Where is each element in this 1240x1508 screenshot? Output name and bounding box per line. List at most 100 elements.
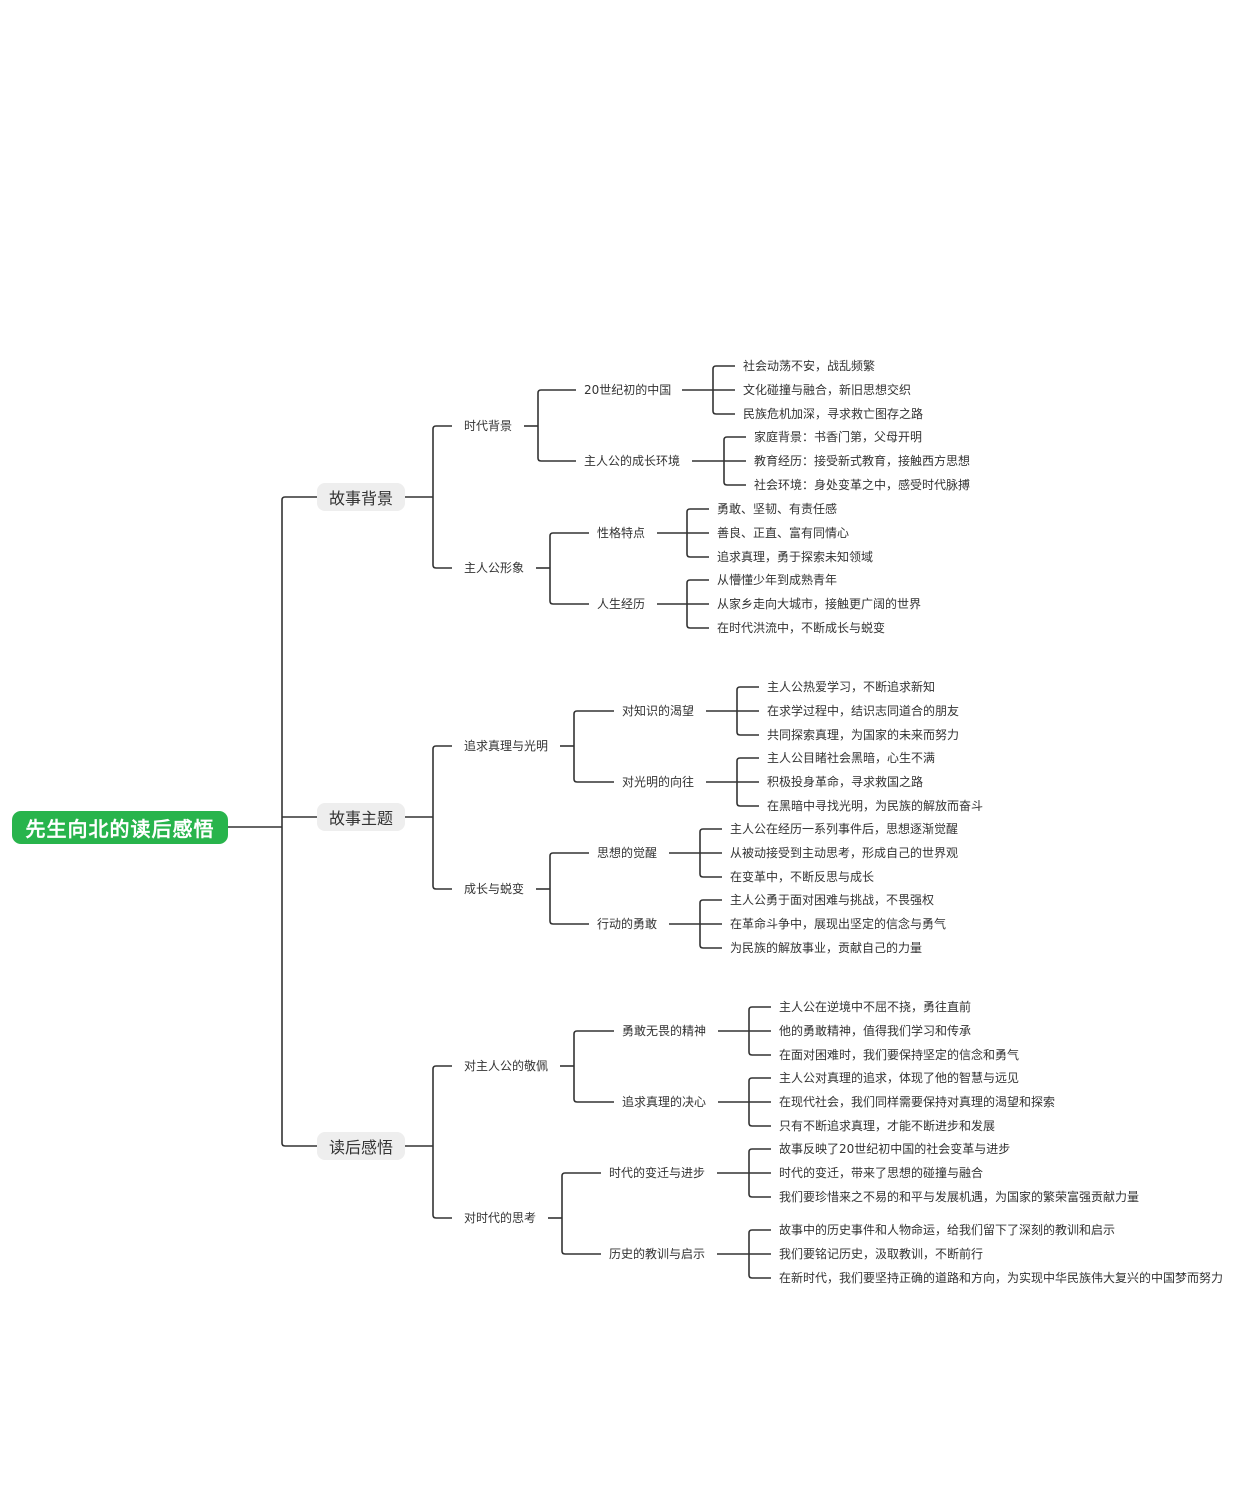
detail-connector-1-1-1-branch-2 [699, 944, 722, 949]
leaf-item[interactable]: 教育经历：接受新式教育，接触西方思想 [754, 454, 971, 468]
leaf-item[interactable]: 共同探索真理，为国家的未来而努力 [767, 728, 960, 742]
leaf-item[interactable]: 勇敢、坚韧、有责任感 [717, 502, 838, 516]
subtopic[interactable]: 主人公形象 [464, 561, 525, 575]
subtopic[interactable]: 对时代的思考 [464, 1211, 537, 1225]
root-connector-branch-0 [281, 496, 317, 501]
branch-topic[interactable]: 读后感悟 [317, 1132, 405, 1160]
detail-connector-0-0-1-branch-2 [723, 481, 746, 486]
detail-connector-0-1-1-branch-2 [686, 624, 709, 629]
subtopic[interactable]: 追求真理与光明 [464, 739, 549, 753]
leaf-item[interactable]: 只有不断追求真理，才能不断进步和发展 [779, 1119, 996, 1133]
subtopic-connector-0-1-branch-1 [549, 600, 589, 605]
detail-connector-2-0-1-branch-0 [748, 1077, 771, 1082]
subtopic-connector-1-1-branch-0 [549, 852, 589, 857]
leaf-item[interactable]: 在时代洪流中，不断成长与蜕变 [717, 621, 886, 635]
subtopic-connector-1-0-branch-1 [573, 778, 614, 783]
leaf-item[interactable]: 为民族的解放事业，贡献自己的力量 [730, 941, 923, 955]
detail-connector-2-1-1-branch-0 [748, 1229, 771, 1234]
branch-connector-2-branch-1 [432, 1214, 452, 1219]
detail-topic[interactable]: 性格特点 [597, 526, 646, 540]
detail-connector-1-0-1-branch-2 [736, 802, 759, 807]
leaf-item[interactable]: 社会环境：身处变革之中，感受时代脉搏 [754, 478, 971, 492]
detail-topic[interactable]: 历史的教训与启示 [609, 1247, 706, 1261]
detail-connector-0-1-0-branch-2 [686, 553, 709, 558]
leaf-item[interactable]: 家庭背景：书香门第，父母开明 [754, 430, 923, 444]
detail-connector-1-1-0-branch-0 [699, 828, 722, 833]
leaf-item[interactable]: 故事反映了20世纪初中国的社会变革与进步 [779, 1142, 1011, 1156]
detail-connector-1-1-1-branch-0 [699, 899, 722, 904]
detail-connector-1-0-1-branch-0 [736, 757, 759, 762]
detail-topic[interactable]: 时代的变迁与进步 [609, 1166, 706, 1180]
subtopic-connector-1-0-branch-0 [573, 710, 614, 715]
detail-connector-2-0-0-branch-0 [748, 1006, 771, 1011]
detail-topic[interactable]: 对光明的向往 [622, 775, 695, 789]
leaf-item[interactable]: 在现代社会，我们同样需要保持对真理的渴望和探索 [779, 1095, 1056, 1109]
leaf-item[interactable]: 主人公热爱学习，不断追求新知 [767, 680, 936, 694]
detail-connector-0-1-1-branch-0 [686, 579, 709, 584]
detail-topic[interactable]: 勇敢无畏的精神 [622, 1024, 707, 1038]
root-connector-branch-2 [281, 1142, 317, 1147]
subtopic-connector-0-0-branch-0 [537, 389, 576, 394]
subtopic[interactable]: 时代背景 [464, 419, 513, 433]
detail-connector-1-0-0-branch-0 [736, 686, 759, 691]
detail-connector-2-1-0-branch-2 [748, 1193, 771, 1198]
leaf-item[interactable]: 主人公对真理的追求，体现了他的智慧与远见 [779, 1071, 1020, 1085]
subtopic-connector-0-1-branch-0 [549, 532, 589, 537]
branch-topic[interactable]: 故事主题 [317, 803, 405, 831]
leaf-item[interactable]: 社会动荡不安，战乱频繁 [743, 359, 876, 373]
detail-connector-2-1-0-branch-0 [748, 1148, 771, 1153]
subtopic-connector-1-1-branch-1 [549, 920, 589, 925]
detail-connector-1-0-0-branch-2 [736, 731, 759, 736]
leaf-item[interactable]: 我们要铭记历史，汲取教训，不断前行 [779, 1247, 984, 1261]
detail-connector-1-1-0-branch-2 [699, 873, 722, 878]
leaf-item[interactable]: 时代的变迁，带来了思想的碰撞与融合 [779, 1166, 984, 1180]
leaf-item[interactable]: 从家乡走向大城市，接触更广阔的世界 [717, 597, 922, 611]
subtopic-connector-2-0-branch-0 [573, 1030, 614, 1035]
leaf-item[interactable]: 主人公勇于面对困难与挑战，不畏强权 [730, 893, 935, 907]
branch-connector-0-branch-0 [432, 425, 452, 430]
leaf-item[interactable]: 他的勇敢精神，值得我们学习和传承 [779, 1024, 972, 1038]
detail-connector-0-0-0-branch-0 [712, 365, 735, 370]
subtopic-connector-2-1-branch-1 [561, 1250, 601, 1255]
detail-connector-0-0-0-branch-2 [712, 410, 735, 415]
subtopic[interactable]: 对主人公的敬佩 [464, 1059, 549, 1073]
leaf-item[interactable]: 文化碰撞与融合，新旧思想交织 [743, 383, 912, 397]
leaf-item[interactable]: 主人公目睹社会黑暗，心生不满 [767, 751, 936, 765]
leaf-item[interactable]: 追求真理，勇于探索未知领域 [717, 550, 874, 564]
leaf-item[interactable]: 在面对困难时，我们要保持坚定的信念和勇气 [779, 1048, 1020, 1062]
detail-topic[interactable]: 对知识的渴望 [622, 704, 695, 718]
leaf-item[interactable]: 在新时代，我们要坚持正确的道路和方向，为实现中华民族伟大复兴的中国梦而努力 [779, 1271, 1224, 1285]
detail-topic[interactable]: 追求真理的决心 [622, 1095, 707, 1109]
leaf-item[interactable]: 民族危机加深，寻求救亡图存之路 [743, 407, 924, 421]
branch-topic[interactable]: 故事背景 [317, 483, 405, 511]
leaf-item[interactable]: 在黑暗中寻找光明，为民族的解放而奋斗 [767, 799, 984, 813]
leaf-item[interactable]: 我们要珍惜来之不易的和平与发展机遇，为国家的繁荣富强贡献力量 [779, 1190, 1140, 1204]
subtopic-connector-2-1-branch-0 [561, 1172, 601, 1177]
leaf-item[interactable]: 故事中的历史事件和人物命运，给我们留下了深刻的教训和启示 [779, 1223, 1116, 1237]
leaf-item[interactable]: 主人公在逆境中不屈不挠，勇往直前 [779, 1000, 972, 1014]
leaf-item[interactable]: 在求学过程中，结识志同道合的朋友 [767, 704, 960, 718]
detail-connector-2-0-1-branch-2 [748, 1122, 771, 1127]
detail-topic[interactable]: 思想的觉醒 [597, 846, 658, 860]
branch-connector-1-branch-0 [432, 745, 452, 750]
leaf-item[interactable]: 在革命斗争中，展现出坚定的信念与勇气 [730, 917, 947, 931]
detail-topic[interactable]: 主人公的成长环境 [584, 454, 681, 468]
root-topic[interactable]: 先生向北的读后感悟 [12, 811, 228, 844]
branch-connector-1-branch-1 [432, 885, 452, 890]
branch-connector-2-branch-0 [432, 1065, 452, 1070]
subtopic[interactable]: 成长与蜕变 [464, 882, 525, 896]
leaf-item[interactable]: 积极投身革命，寻求救国之路 [767, 775, 924, 789]
leaf-item[interactable]: 在变革中，不断反思与成长 [730, 870, 875, 884]
detail-topic[interactable]: 行动的勇敢 [597, 917, 658, 931]
subtopic-connector-0-0-branch-1 [537, 457, 576, 462]
detail-topic[interactable]: 人生经历 [597, 597, 646, 611]
leaf-item[interactable]: 主人公在经历一系列事件后，思想逐渐觉醒 [730, 822, 959, 836]
detail-connector-2-1-1-branch-2 [748, 1274, 771, 1279]
subtopic-connector-2-0-branch-1 [573, 1098, 614, 1103]
leaf-item[interactable]: 从被动接受到主动思考，形成自己的世界观 [730, 846, 959, 860]
detail-topic[interactable]: 20世纪初的中国 [584, 383, 672, 397]
leaf-item[interactable]: 从懵懂少年到成熟青年 [717, 573, 838, 587]
leaf-item[interactable]: 善良、正直、富有同情心 [717, 526, 850, 540]
